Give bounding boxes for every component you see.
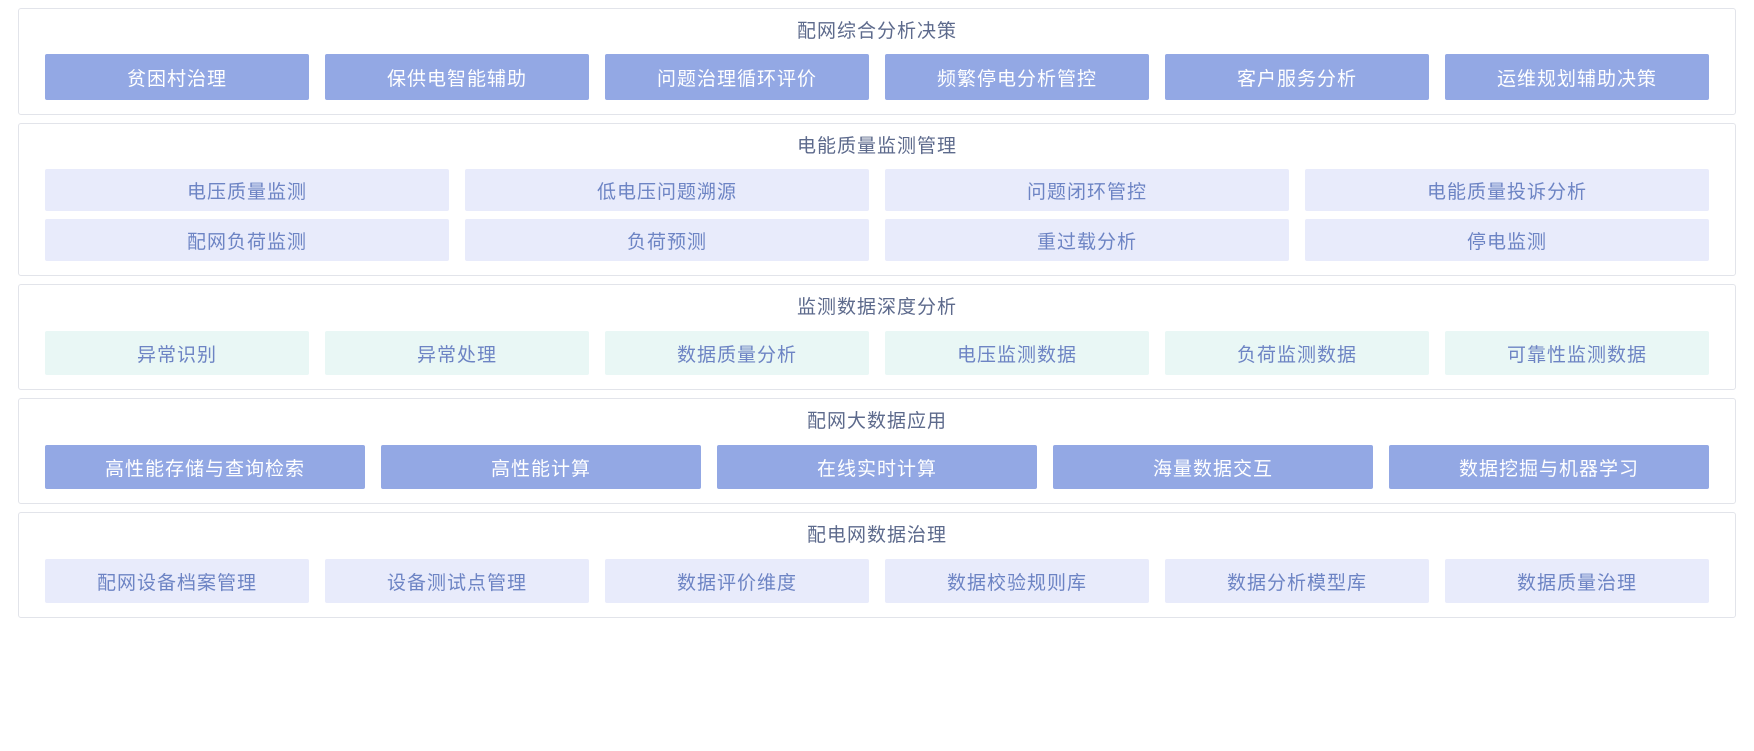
tile-button[interactable]: 数据评价维度 bbox=[605, 559, 869, 603]
section-1: 配网综合分析决策贫困村治理保供电智能辅助问题治理循环评价频繁停电分析管控客户服务… bbox=[18, 8, 1736, 115]
tile-row: 配网设备档案管理设备测试点管理数据评价维度数据校验规则库数据分析模型库数据质量治… bbox=[45, 559, 1709, 603]
tile-button[interactable]: 重过载分析 bbox=[885, 219, 1289, 261]
tile-row: 配网负荷监测负荷预测重过载分析停电监测 bbox=[45, 219, 1709, 261]
tile-button[interactable]: 电能质量投诉分析 bbox=[1305, 169, 1709, 211]
tile-button[interactable]: 异常处理 bbox=[325, 331, 589, 375]
tile-button[interactable]: 负荷监测数据 bbox=[1165, 331, 1429, 375]
section-5: 配电网数据治理配网设备档案管理设备测试点管理数据评价维度数据校验规则库数据分析模… bbox=[18, 512, 1736, 618]
tile-button[interactable]: 数据质量分析 bbox=[605, 331, 869, 375]
tile-button[interactable]: 配网设备档案管理 bbox=[45, 559, 309, 603]
tile-button[interactable]: 高性能存储与查询检索 bbox=[45, 445, 365, 489]
tile-button[interactable]: 负荷预测 bbox=[465, 219, 869, 261]
tile-button[interactable]: 数据挖掘与机器学习 bbox=[1389, 445, 1709, 489]
tile-button[interactable]: 数据校验规则库 bbox=[885, 559, 1149, 603]
tile-button[interactable]: 客户服务分析 bbox=[1165, 54, 1429, 100]
section-title: 电能质量监测管理 bbox=[796, 136, 957, 157]
section-title: 配网大数据应用 bbox=[806, 411, 947, 432]
tile-button[interactable]: 数据分析模型库 bbox=[1165, 559, 1429, 603]
tile-row: 异常识别异常处理数据质量分析电压监测数据负荷监测数据可靠性监测数据 bbox=[45, 331, 1709, 375]
tile-button[interactable]: 在线实时计算 bbox=[717, 445, 1037, 489]
section-title: 监测数据深度分析 bbox=[796, 297, 957, 318]
tile-button[interactable]: 电压监测数据 bbox=[885, 331, 1149, 375]
tile-button[interactable]: 海量数据交互 bbox=[1053, 445, 1373, 489]
tile-button[interactable]: 可靠性监测数据 bbox=[1445, 331, 1709, 375]
section-title: 配网综合分析决策 bbox=[796, 21, 957, 42]
tile-row: 电压质量监测低电压问题溯源问题闭环管控电能质量投诉分析 bbox=[45, 169, 1709, 211]
tile-button[interactable]: 频繁停电分析管控 bbox=[885, 54, 1149, 100]
tile-button[interactable]: 设备测试点管理 bbox=[325, 559, 589, 603]
tile-button[interactable]: 数据质量治理 bbox=[1445, 559, 1709, 603]
tile-button[interactable]: 电压质量监测 bbox=[45, 169, 449, 211]
tile-button[interactable]: 异常识别 bbox=[45, 331, 309, 375]
tile-button[interactable]: 贫困村治理 bbox=[45, 54, 309, 100]
tile-row: 高性能存储与查询检索高性能计算在线实时计算海量数据交互数据挖掘与机器学习 bbox=[45, 445, 1709, 489]
tile-button[interactable]: 配网负荷监测 bbox=[45, 219, 449, 261]
section-2: 电能质量监测管理电压质量监测低电压问题溯源问题闭环管控电能质量投诉分析配网负荷监… bbox=[18, 123, 1736, 276]
tile-button[interactable]: 低电压问题溯源 bbox=[465, 169, 869, 211]
section-title: 配电网数据治理 bbox=[806, 525, 947, 546]
tile-button[interactable]: 停电监测 bbox=[1305, 219, 1709, 261]
tile-button[interactable]: 问题闭环管控 bbox=[885, 169, 1289, 211]
tile-row: 贫困村治理保供电智能辅助问题治理循环评价频繁停电分析管控客户服务分析运维规划辅助… bbox=[45, 54, 1709, 100]
section-3: 监测数据深度分析异常识别异常处理数据质量分析电压监测数据负荷监测数据可靠性监测数… bbox=[18, 284, 1736, 390]
section-4: 配网大数据应用高性能存储与查询检索高性能计算在线实时计算海量数据交互数据挖掘与机… bbox=[18, 398, 1736, 504]
tile-button[interactable]: 高性能计算 bbox=[381, 445, 701, 489]
tile-button[interactable]: 问题治理循环评价 bbox=[605, 54, 869, 100]
tile-button[interactable]: 运维规划辅助决策 bbox=[1445, 54, 1709, 100]
tile-button[interactable]: 保供电智能辅助 bbox=[325, 54, 589, 100]
